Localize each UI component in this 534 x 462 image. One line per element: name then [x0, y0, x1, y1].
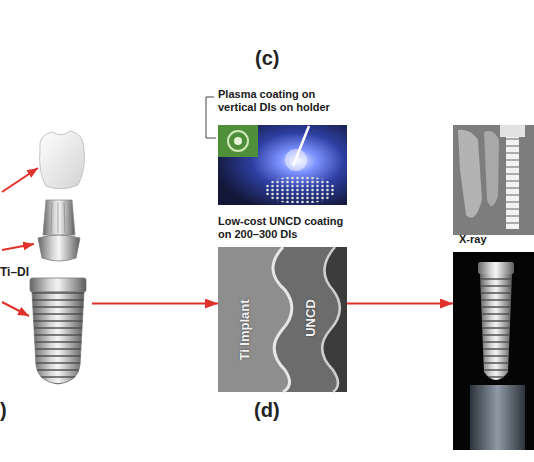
implant-photo-collar [478, 262, 514, 274]
leader-arrow [2, 302, 29, 316]
part-label: Ti–DI [0, 265, 44, 279]
bracket [206, 97, 216, 138]
implant-threads [32, 292, 84, 384]
implant-photo-holder [470, 385, 525, 450]
plasma-torch [293, 126, 309, 166]
xray-implant-threads [506, 137, 519, 229]
implant-body [32, 292, 84, 384]
implant-assembly: Ti–DI [0, 125, 92, 392]
flow-arrow [347, 303, 453, 305]
panel-letter: (c) [255, 47, 279, 70]
sem-image: Low-cost UNCD coating on 200–300 DIs Ti I… [218, 215, 347, 392]
inset-center [234, 137, 242, 145]
titanium-region [218, 247, 292, 392]
plasma-photo-image [218, 125, 347, 205]
leader-arrow [2, 244, 34, 250]
implant-photo [453, 252, 534, 450]
plasma-photo: Plasma coating on vertical DIs on holder [218, 88, 347, 205]
implant-holder-grid [264, 176, 336, 204]
xray-crown [500, 125, 525, 137]
leader-arrow [2, 168, 38, 192]
xray-tooth [458, 130, 482, 218]
flow-arrow [92, 303, 218, 305]
abutment-grooves [51, 202, 71, 233]
xray-image [453, 125, 534, 235]
image-label: UNCD [303, 293, 319, 343]
panel-letter: ) [0, 399, 7, 422]
xray-implant [506, 137, 519, 229]
crown-drawing [40, 131, 85, 189]
result-photos: X-ray [453, 125, 534, 450]
coating-edge [322, 247, 340, 392]
inset-ring [228, 131, 248, 151]
abutment-base [38, 235, 80, 261]
abutment-post [43, 200, 75, 235]
uncd-layer [218, 247, 340, 392]
interface-edge [273, 247, 292, 392]
image-caption: X-ray [459, 233, 519, 246]
implant-collar [30, 278, 86, 292]
sem-background [218, 247, 347, 392]
panel-letter: (d) [254, 399, 280, 422]
panel-heading: Low-cost UNCD coating on 200–300 DIs [218, 215, 350, 241]
panel-heading: Plasma coating on vertical DIs on holder [218, 88, 350, 114]
image-label: Ti Implant [237, 285, 253, 375]
inset-photo [218, 125, 258, 157]
xray-tooth [484, 131, 499, 206]
implant-photo-body [480, 274, 512, 380]
implant-photo-threads [480, 274, 512, 380]
